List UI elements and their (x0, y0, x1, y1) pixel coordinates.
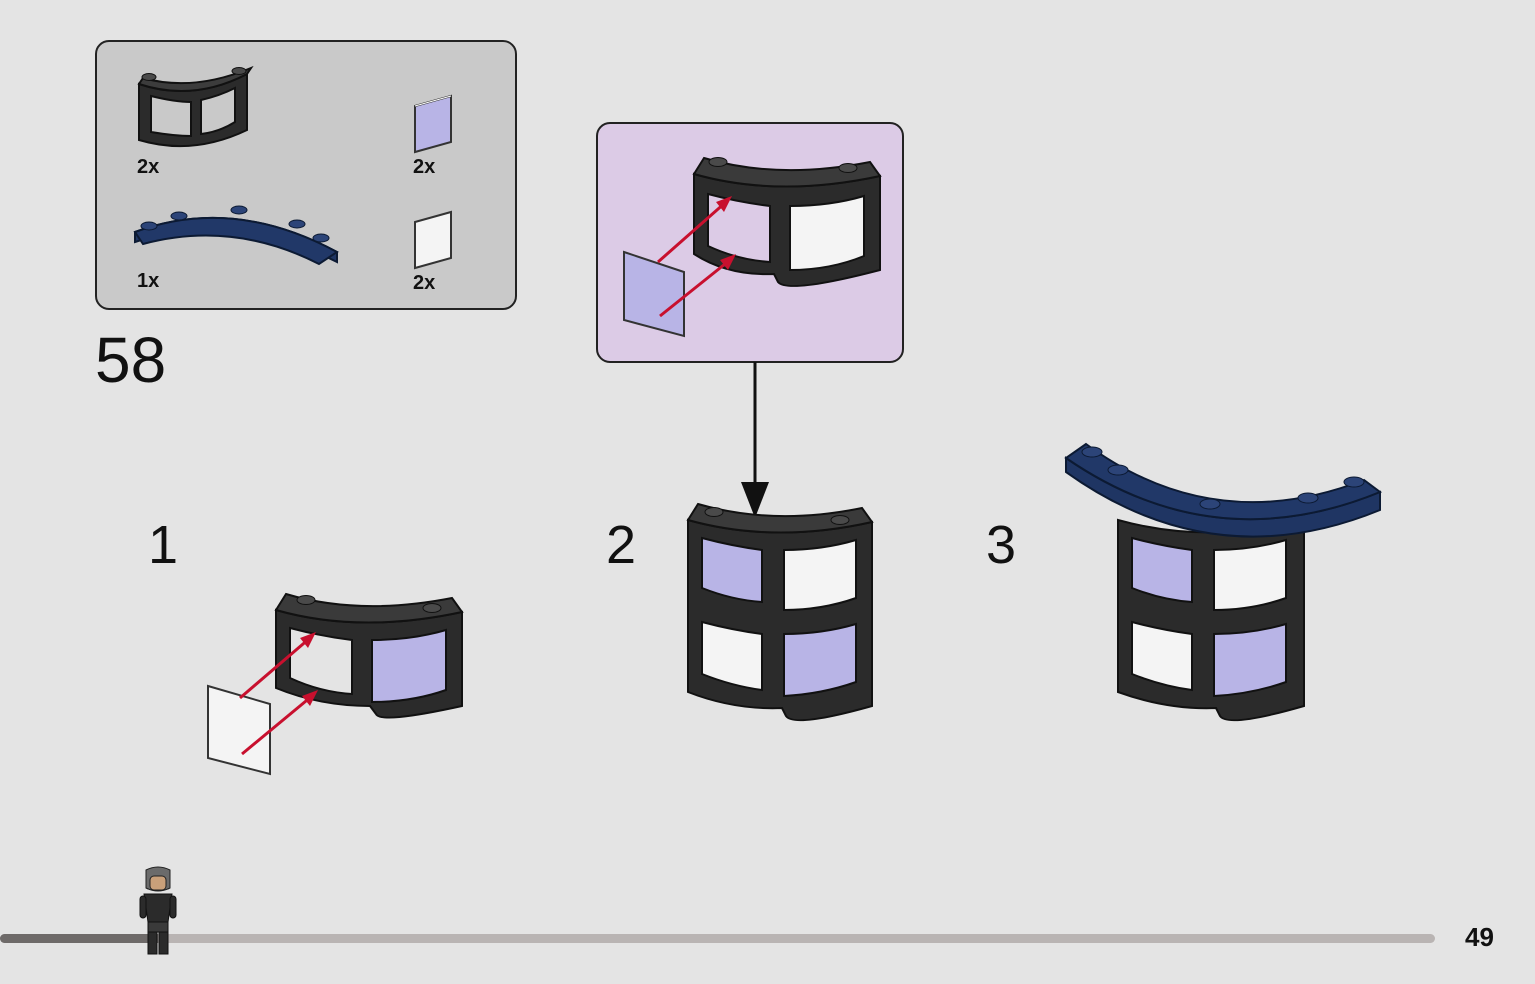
blue-curved-plate-part-icon (133, 205, 339, 266)
substep-2-drawing (686, 502, 874, 722)
clear-glass-part-icon (414, 210, 452, 270)
progress-bar-fill (0, 934, 158, 943)
callout-assembly-drawing (623, 156, 882, 338)
part-qty-frame: 2x (137, 156, 160, 178)
callout-box (596, 122, 904, 363)
substep-1-label: 1 (148, 515, 179, 575)
page-number: 49 (1465, 922, 1494, 952)
substep-3-label: 3 (986, 515, 1017, 575)
part-qty-clear-glass: 2x (413, 272, 436, 294)
callout-connector-arrow (741, 362, 769, 518)
purple-glass-part-icon (414, 94, 452, 154)
substep-1-drawing (207, 592, 464, 776)
substep-3-drawing (1064, 442, 1383, 722)
parts-list-box: 2x 2x 1x 2x (95, 40, 517, 310)
progress-bar (0, 934, 1435, 943)
window-frame-part-icon (137, 65, 254, 148)
minifigure-progress-marker-icon (139, 866, 177, 955)
step-number: 58 (95, 324, 167, 396)
part-qty-blue-plate: 1x (137, 270, 160, 292)
part-qty-purple-glass: 2x (413, 156, 436, 178)
substep-2-label: 2 (606, 515, 637, 575)
